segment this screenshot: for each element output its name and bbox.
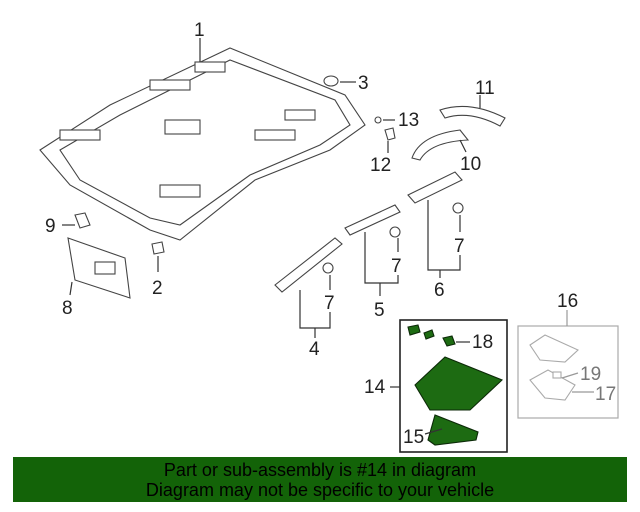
callout-5: 5	[374, 300, 385, 321]
highlighted-assembly-box	[399, 319, 508, 453]
callout-10: 10	[460, 154, 481, 175]
banner-line-2: Diagram may not be specific to your vehi…	[145, 480, 495, 500]
callout-8: 8	[62, 298, 73, 319]
info-banner: Part or sub-assembly is #14 in diagram D…	[13, 457, 627, 502]
callout-13: 13	[398, 110, 419, 131]
bolt-part-12[interactable]	[384, 127, 396, 141]
clip-part-3[interactable]	[323, 75, 339, 87]
callout-9: 9	[45, 216, 56, 237]
other-assembly-box	[517, 325, 619, 419]
callout-4: 4	[309, 339, 320, 360]
lens-part-17[interactable]	[529, 369, 576, 401]
callout-7-b: 7	[391, 256, 402, 277]
grab-handle-part-11[interactable]	[439, 105, 506, 127]
pillar-trim-part-4[interactable]	[274, 237, 343, 293]
pillar-trim-part-6[interactable]	[407, 171, 463, 204]
callout-12: 12	[370, 155, 391, 176]
headliner-part[interactable]	[39, 47, 366, 241]
overhead-console-part-14[interactable]	[407, 324, 504, 446]
callout-14: 14	[364, 377, 386, 398]
pillar-trim-part-5[interactable]	[344, 204, 401, 236]
callout-2: 2	[152, 278, 163, 299]
banner-line-1: Part or sub-assembly is #14 in diagram	[163, 460, 477, 480]
callout-6: 6	[434, 280, 445, 301]
clip-part-13[interactable]	[374, 116, 382, 124]
callout-7-c: 7	[324, 293, 335, 314]
callout-19: 19	[580, 364, 601, 385]
lamp-part-16[interactable]	[529, 334, 579, 363]
callout-16: 16	[557, 291, 578, 312]
grab-handle-part-10[interactable]	[411, 129, 470, 161]
callout-17: 17	[595, 384, 616, 405]
callout-3: 3	[358, 73, 369, 94]
lens-part-15	[427, 414, 479, 446]
callout-15: 15	[403, 427, 424, 448]
callout-18: 18	[472, 332, 493, 353]
callout-7-a: 7	[454, 236, 465, 257]
callout-11: 11	[475, 78, 495, 99]
callout-1: 1	[194, 20, 205, 41]
